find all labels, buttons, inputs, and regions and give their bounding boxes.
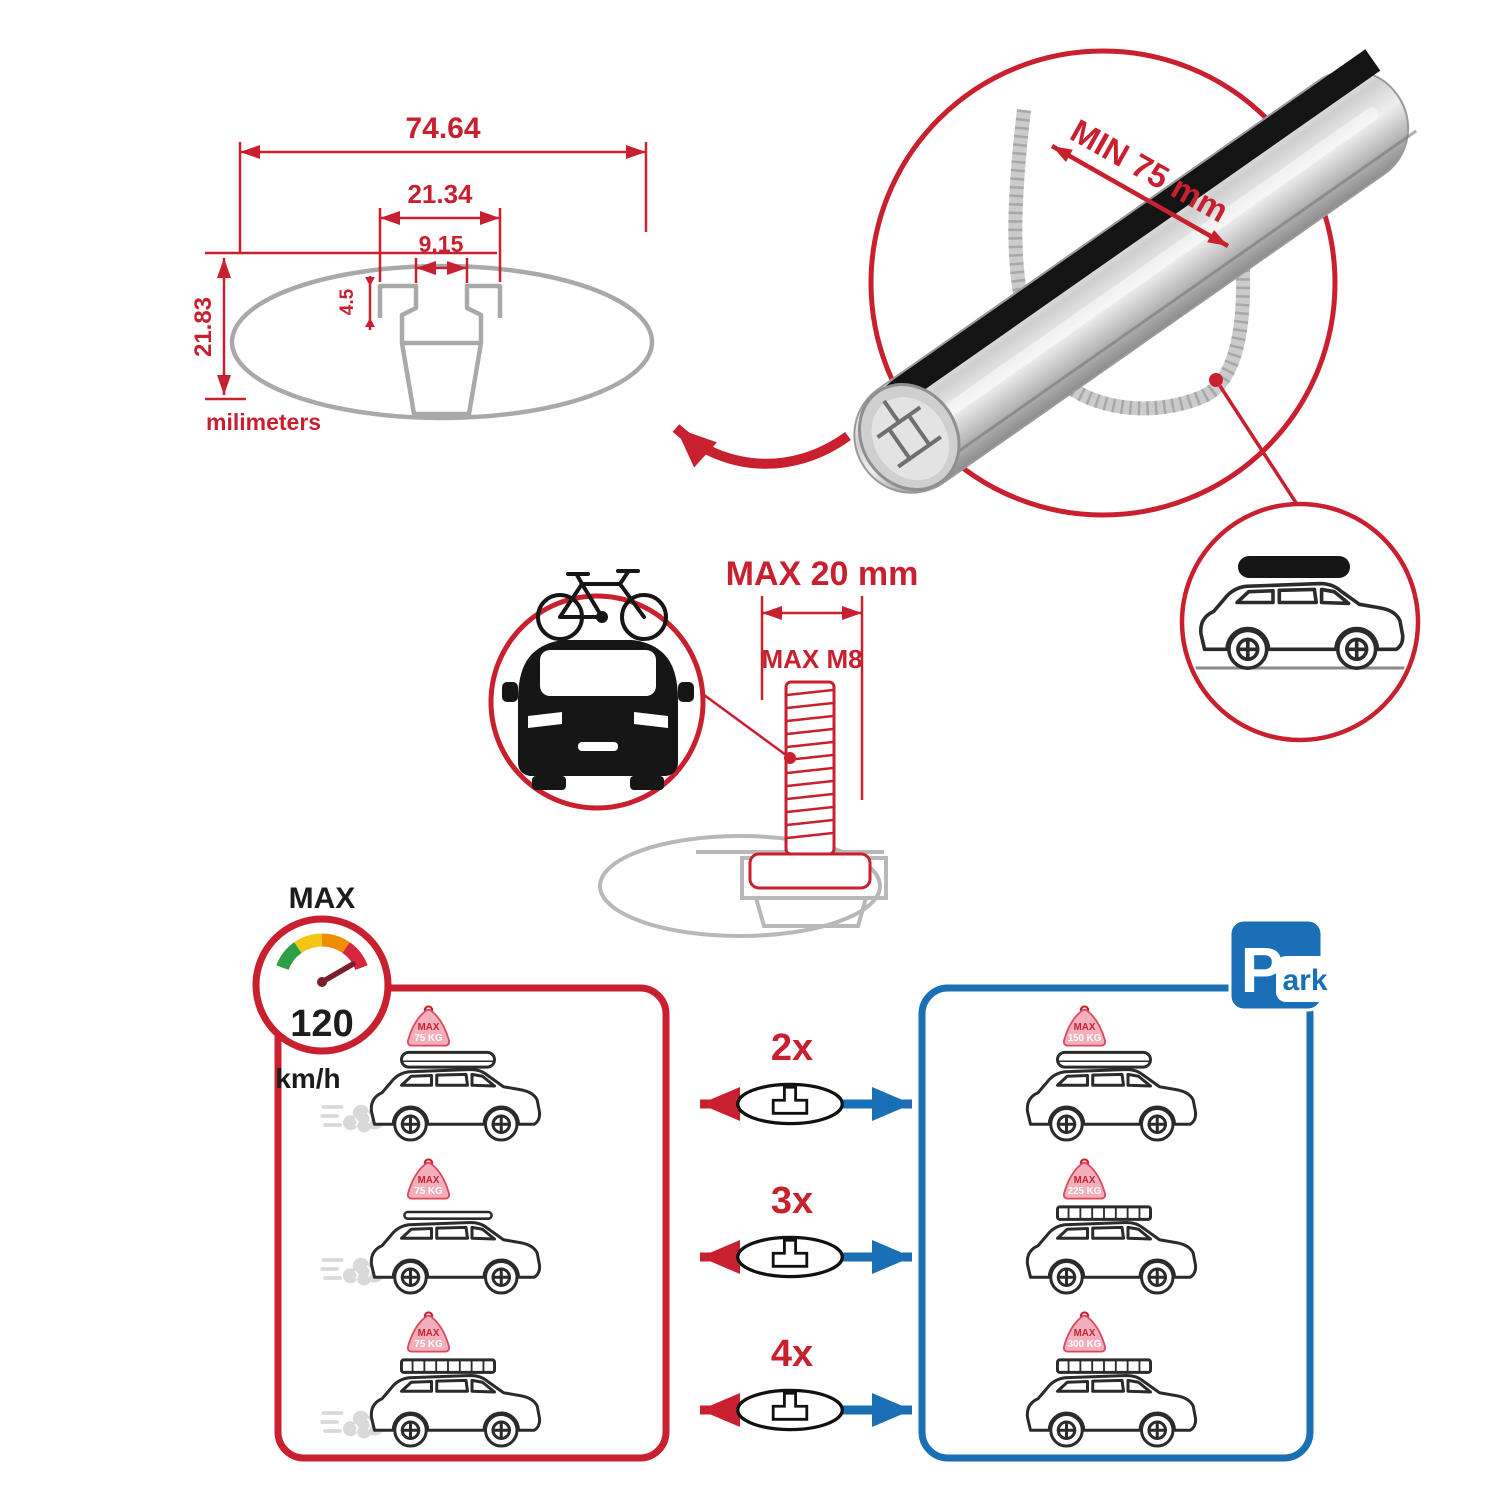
multiplier-label: 3x [771,1180,813,1222]
detail-pointer-arrow [672,424,851,469]
ext-lines-total-width [238,142,648,253]
dim-total-height-label: 21.83 [190,297,217,357]
bolt-max-thread-label: MAX M8 [761,644,862,674]
bar-end-icon [735,1082,845,1126]
dim-total-width-label: 74.64 [405,112,480,145]
driving-car-row3: MAX 75 KG [320,1311,542,1448]
roof-box-icon [1056,1050,1152,1069]
bar-end-icon [735,1235,845,1279]
connector-dot [784,752,796,764]
flag-max-label: MAX [418,1175,440,1186]
cross-section-diagram: 74.64 21.83 21.34 9.15 4.5 milimeters [190,112,851,469]
speedometer-gauge [276,933,368,971]
ref-lines-height [205,251,497,401]
park-sign-rest: ark [1282,964,1327,997]
flag-load-value: 75 KG [414,1339,442,1350]
flag-max-label: MAX [1074,1175,1096,1186]
bicycle-icon [536,569,668,641]
profile-web [399,342,484,417]
parked-car-row1: MAX 150 KG [1025,1005,1198,1142]
strap-anchor-dot [1209,373,1223,387]
roof-basket-icon [1056,1205,1152,1221]
flag-max-label: MAX [1074,1022,1096,1033]
flag-max-label: MAX [418,1328,440,1339]
flag-load-value: 75 KG [414,1186,442,1197]
flag-load-value: 300 KG [1068,1339,1102,1350]
multiplier-label: 4x [771,1333,813,1375]
dim-slot-inner-label: 9.15 [419,231,464,257]
capacity-row-1: MAX 75 KG 2x MAX 150 KG [320,1005,1198,1142]
capacity-row-3: MAX 75 KG 4x MAX 300 KG [320,1311,1198,1448]
parked-car-row3: MAX 300 KG [1025,1311,1198,1448]
driving-car-row2: MAX 75 KG [320,1158,542,1295]
crossbar-detail: MIN 75 mm [853,48,1421,743]
accessory-connector-line [699,690,791,760]
roof-basket-icon [1056,1358,1152,1374]
roof-cargo-box-icon [1238,556,1350,578]
parked-car-row2: MAX 225 KG [1025,1158,1198,1295]
ext-lines-slot-inner [414,258,469,283]
car-front-icon [502,640,694,790]
speed-max-label: MAX [289,882,356,915]
park-sign: P ark [1228,918,1334,1012]
mounting-strap [1008,109,1251,416]
roof-rails-icon [403,1210,493,1220]
capacity-row-2: MAX 75 KG 3x MAX 225 KG [320,1158,1198,1295]
driving-car-row1: MAX 75 KG [320,1005,542,1142]
min-span-arrow [1050,144,1230,248]
flag-load-value: 75 KG [414,1033,442,1044]
bolt-max-length-label: MAX 20 mm [726,555,919,593]
t-slot-profile [377,283,503,346]
vehicle-with-roofbox [1186,556,1414,671]
speed-unit: km/h [275,1063,340,1094]
dim-lip-depth-label: 4.5 [337,288,358,315]
t-bolt-head [748,852,872,890]
units-label: milimeters [206,409,321,435]
flag-max-label: MAX [418,1022,440,1033]
dim-slot-outer-label: 21.34 [407,179,473,209]
roof-box-icon [400,1050,496,1069]
speedometer-needle [319,961,356,985]
bolt-section: MAX 20 mm MAX M8 [488,555,919,938]
speed-value: 120 [290,1003,353,1045]
flag-max-label: MAX [1074,1328,1096,1339]
flag-load-value: 225 KG [1068,1186,1102,1197]
flag-load-value: 150 KG [1068,1033,1102,1044]
crossbar-photo [853,49,1418,494]
bar-end-icon [735,1388,845,1432]
t-bolt-icon [748,680,872,890]
multiplier-label: 2x [771,1027,813,1069]
roof-basket-icon [400,1358,496,1374]
circle-connector-line [1218,385,1304,513]
